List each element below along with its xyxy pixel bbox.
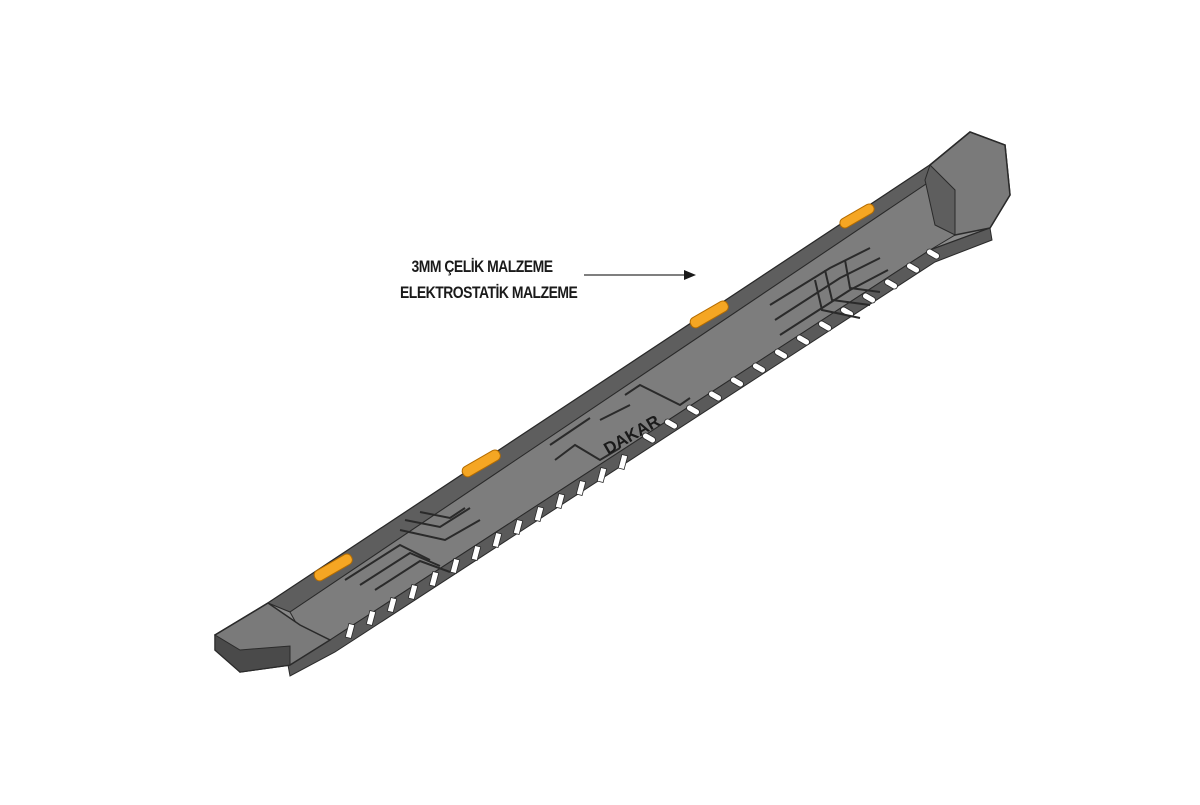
chevron-grooves-right [769, 247, 889, 336]
vent-slots [344, 248, 940, 640]
chevron-grooves-left [344, 507, 481, 591]
board-rear-rail [266, 164, 936, 613]
left-end-cap-front [214, 634, 291, 673]
arrow-right-icon [584, 270, 696, 280]
board-front-edge [287, 227, 993, 677]
amber-side-lights [313, 203, 875, 582]
material-callout: 3MM ÇELİK MALZEME ELEKTROSTATİK MALZEME [382, 254, 582, 306]
amber-light-4 [839, 203, 875, 229]
amber-light-1 [313, 553, 353, 582]
amber-light-2 [461, 449, 501, 478]
logo-frame-grooves [549, 383, 691, 462]
amber-light-3 [689, 300, 729, 329]
right-end-cap-face [924, 164, 956, 236]
callout-line-coating: ELEKTROSTATİK MALZEME [400, 283, 578, 302]
callout-line-thickness: 3MM ÇELİK MALZEME [411, 257, 553, 276]
